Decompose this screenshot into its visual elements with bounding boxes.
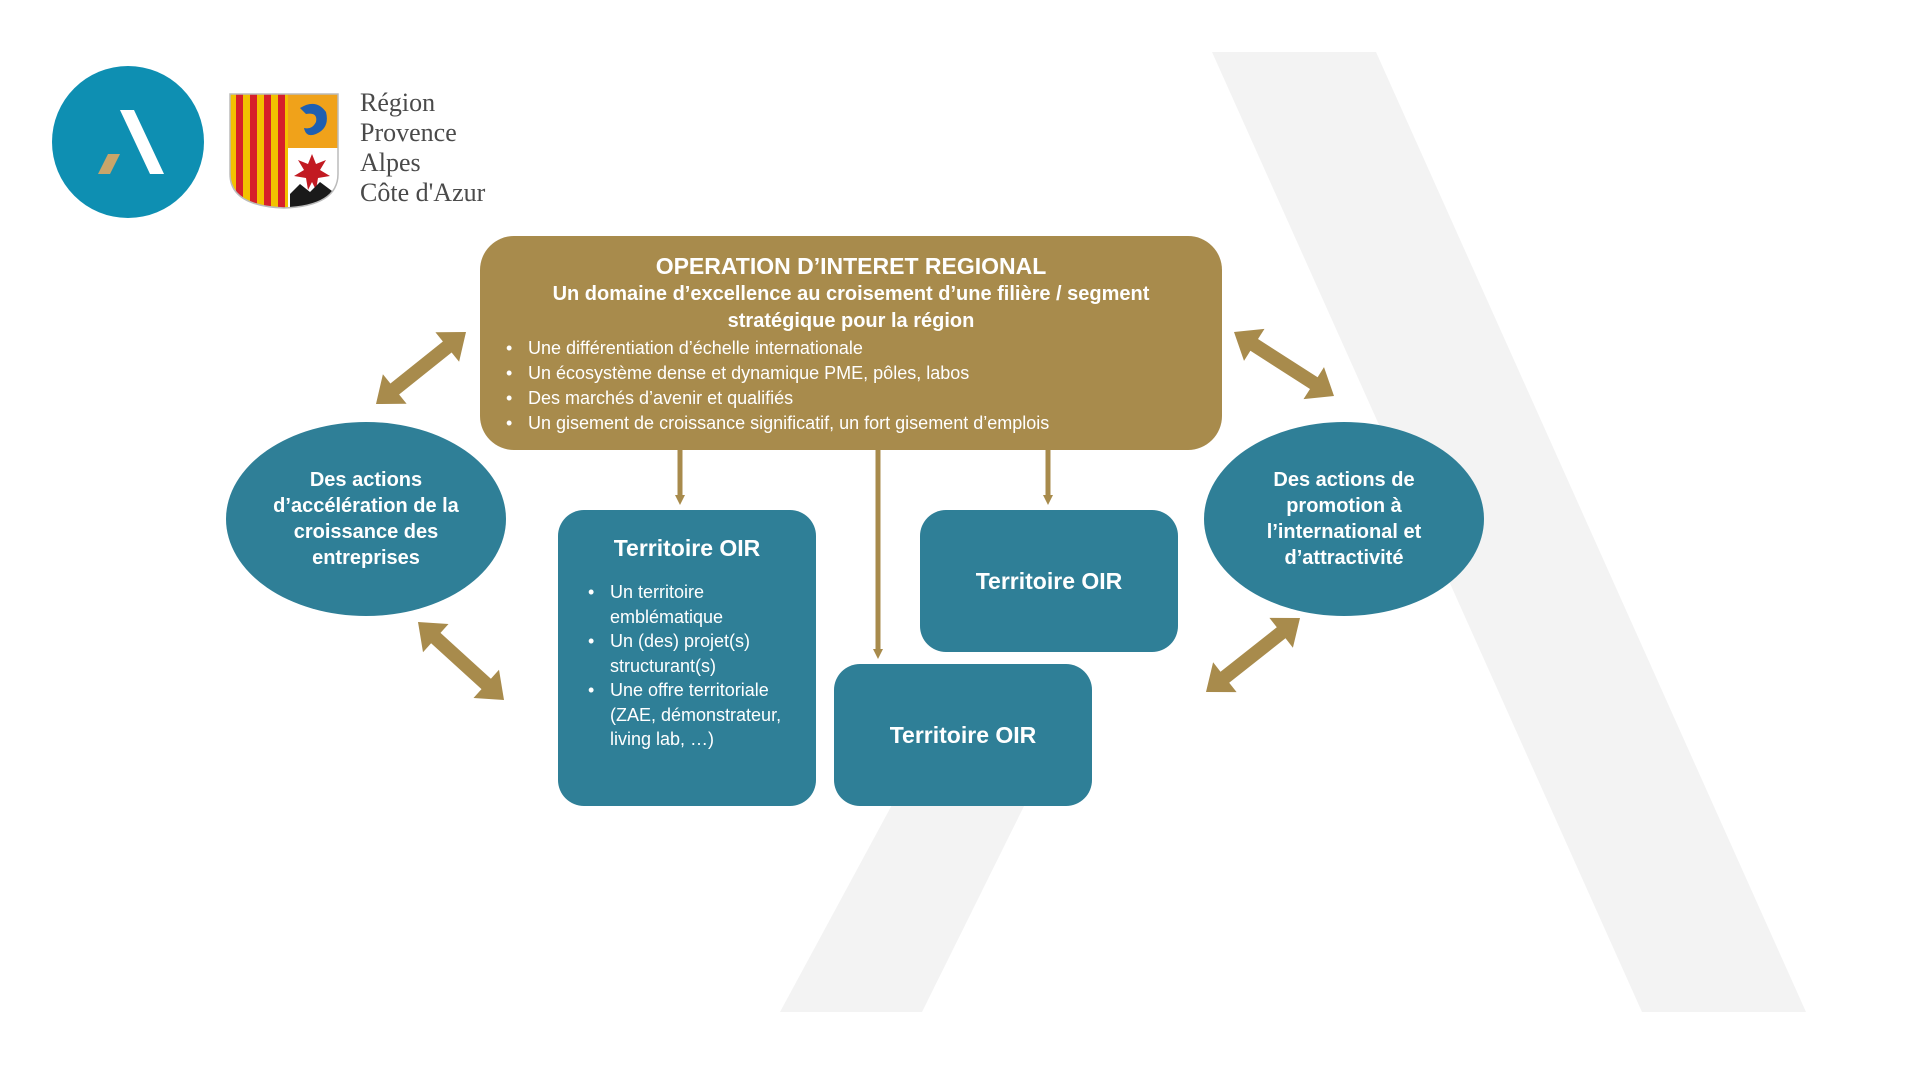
territory-title: Territoire OIR: [975, 567, 1123, 594]
down-arrows: [675, 450, 1053, 659]
region-name-line-2: Provence: [360, 118, 457, 147]
territory-bullet: Un territoire emblématique: [588, 580, 816, 629]
oir-title: OPERATION D’INTERET REGIONAL: [655, 253, 1047, 279]
territory-box-detailed: Territoire OIR Un territoire emblématiqu…: [558, 510, 816, 806]
oir-bullet: Une différentiation d’échelle internatio…: [502, 336, 1200, 361]
oir-main-box: OPERATION D’INTERET REGIONAL Un domaine …: [480, 236, 1222, 450]
territory-box-right: Territoire OIR: [920, 510, 1178, 652]
territory-bullet-list: Un territoire emblématique Un (des) proj…: [558, 580, 816, 752]
oir-bullet-list: Une différentiation d’échelle internatio…: [502, 336, 1200, 436]
acceleration-actions-label: Des actions d’accélération de la croissa…: [273, 469, 459, 569]
region-name-line-3: Alpes: [360, 148, 421, 177]
watermark-left-stroke: [780, 790, 1032, 1012]
region-name: Région Provence Alpes Côte d'Azur: [360, 88, 485, 208]
oir-bullet: Des marchés d’avenir et qualifiés: [502, 386, 1200, 411]
promotion-actions-ellipse: Des actions de promotion à l’internation…: [1204, 422, 1484, 616]
watermark-right-stroke: [1212, 52, 1806, 1012]
region-name-line-1: Région: [360, 88, 436, 117]
acceleration-actions-ellipse: Des actions d’accélération de la croissa…: [226, 422, 506, 616]
oir-bullet: Un gisement de croissance significatif, …: [502, 411, 1200, 436]
territory-title: Territoire OIR: [889, 721, 1037, 748]
stylized-a-icon: [98, 110, 164, 174]
promotion-actions-label: Des actions de promotion à l’internation…: [1266, 469, 1422, 569]
region-name-line-4: Côte d'Azur: [360, 178, 486, 207]
oir-subtitle: Un domaine d’excellence au croisement d’…: [552, 283, 1150, 332]
double-arrow-top-left: [376, 332, 466, 404]
territory-title: Territoire OIR: [613, 535, 761, 561]
territory-box-bottom: Territoire OIR: [834, 664, 1092, 806]
double-arrow-bottom-left: [418, 622, 504, 700]
double-arrows: [376, 328, 1334, 700]
brand-logo: [52, 66, 204, 218]
territory-bullet: Une offre territoriale (ZAE, démonstrate…: [588, 678, 816, 752]
double-arrow-top-right: [1234, 328, 1334, 400]
oir-bullet: Un écosystème dense et dynamique PME, pô…: [502, 361, 1200, 386]
double-arrow-bottom-right: [1206, 617, 1300, 693]
territory-bullet: Un (des) projet(s) structurant(s): [588, 629, 816, 678]
region-coat-of-arms-icon: [229, 93, 339, 209]
